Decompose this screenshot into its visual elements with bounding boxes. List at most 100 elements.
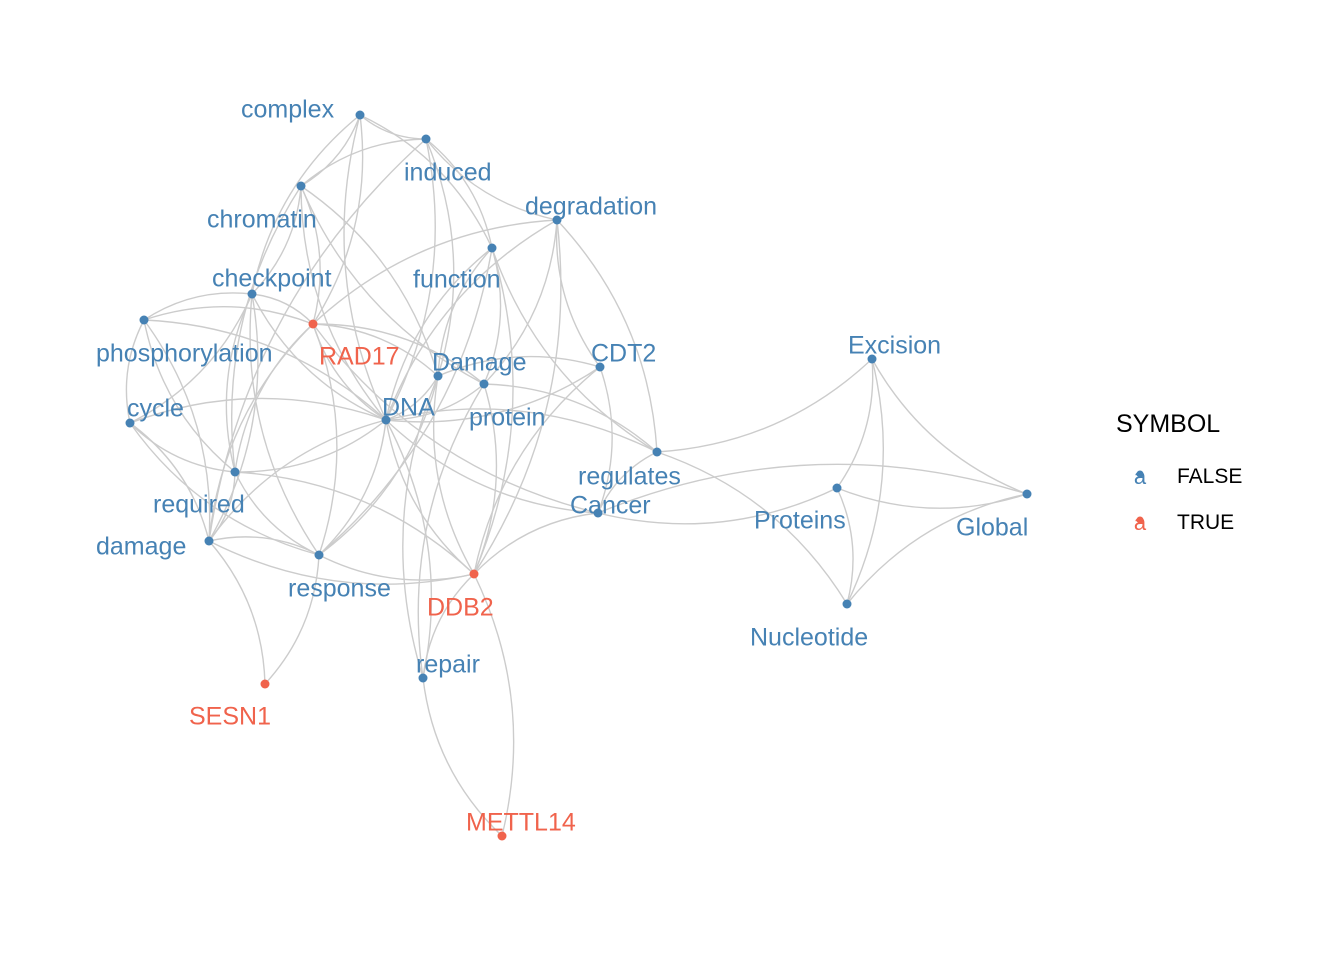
node-damage [204, 536, 214, 546]
edge-regulates-Nucleotide [656, 451, 848, 605]
edge-checkpoint-response [249, 293, 320, 556]
legend-key-true: a [1134, 510, 1147, 535]
edge-Proteins-Nucleotide [836, 487, 854, 605]
node-label-DDB2: DDB2 [427, 594, 494, 622]
edge-Damage-repair [402, 375, 439, 679]
node-DDB2 [469, 569, 479, 579]
edge-DNA-protein [385, 383, 485, 421]
edge-DDB2-METTL14 [473, 573, 515, 837]
edge-DNA-Cancer [385, 419, 599, 514]
edge-cycle-response [129, 422, 320, 556]
edge-chromatin-protein [300, 185, 485, 385]
edge-DDB2-repair [422, 573, 475, 679]
edge-DNA-response [318, 419, 387, 556]
legend-item-false: a FALSE [1134, 464, 1243, 489]
legend-title: SYMBOL [1116, 410, 1220, 438]
edge-DNA-DDB2 [385, 419, 475, 575]
edge-phosphorylation-damage [143, 319, 211, 542]
node-response [314, 550, 324, 560]
node-CDT2 [595, 362, 605, 372]
edge-Excision-Proteins [836, 358, 874, 489]
edge-function-Damage [437, 247, 493, 377]
node-label-Nucleotide: Nucleotide [750, 624, 868, 652]
edge-complex-checkpoint [251, 114, 361, 295]
edge-CDT2-Damage [437, 355, 601, 377]
edge-chromatin-DNA [300, 185, 387, 421]
node-protein [479, 379, 489, 389]
node-label-repair: repair [416, 651, 480, 679]
edge-induced-DNA [385, 138, 436, 421]
edge-protein-repair [417, 383, 485, 679]
legend-key-false: a [1134, 464, 1147, 489]
node-repair [418, 673, 428, 683]
node-label-DNA: DNA [382, 394, 435, 422]
node-label-cycle: cycle [127, 395, 184, 423]
node-label-response: response [288, 575, 391, 603]
edge-cycle-DNA [129, 397, 387, 424]
node-label-Damage: Damage [432, 349, 527, 377]
edge-induced-Damage [425, 138, 455, 377]
edge-RAD17-Cancer [312, 323, 599, 514]
node-label-chromatin: chromatin [207, 206, 317, 234]
edge-DNA-damage [208, 419, 387, 542]
edge-phosphorylation-DNA [143, 319, 387, 421]
edge-chromatin-checkpoint [251, 185, 302, 295]
legend-item-true: a TRUE [1134, 510, 1234, 535]
node-label-function: function [413, 266, 501, 294]
node-label-checkpoint: checkpoint [212, 265, 332, 293]
node-label-complex: complex [241, 96, 335, 124]
edge-cycle-required [129, 422, 236, 473]
edge-RAD17-Damage [312, 323, 439, 377]
node-label-degradation: degradation [525, 193, 657, 221]
edge-degradation-regulates [556, 219, 658, 453]
node-RAD17 [308, 319, 318, 329]
edge-regulates-Excision [656, 358, 873, 453]
legend: SYMBOL a FALSE a TRUE [1116, 410, 1242, 535]
edge-checkpoint-cycle [129, 293, 253, 424]
edge-required-response [234, 471, 320, 556]
edges-layer [125, 114, 1028, 837]
node-label-phosphorylation: phosphorylation [96, 340, 273, 368]
legend-dot-false [1136, 470, 1144, 478]
node-induced [421, 134, 431, 144]
edge-function-DDB2 [473, 247, 514, 575]
edge-degradation-RAD17 [312, 219, 558, 325]
edge-DNA-repair [385, 419, 433, 679]
node-degradation [552, 215, 562, 225]
edge-complex-DNA [343, 114, 387, 421]
edge-checkpoint-RAD17 [251, 293, 314, 325]
edge-degradation-CDT2 [555, 219, 601, 368]
edge-protein-regulates [483, 383, 658, 453]
edge-function-regulates [491, 247, 658, 453]
edge-response-SESN1 [264, 554, 320, 685]
node-SESN1 [260, 679, 270, 689]
node-complex [355, 110, 365, 120]
edge-checkpoint-DNA [251, 293, 387, 421]
edge-DNA-required [234, 419, 387, 473]
edge-Cancer-Global [597, 463, 1028, 514]
legend-label-false: FALSE [1177, 465, 1242, 488]
node-label-Global: Global [956, 514, 1028, 542]
edge-degradation-DDB2 [473, 219, 562, 575]
edge-damage-SESN1 [208, 540, 266, 685]
legend-label-true: TRUE [1177, 511, 1234, 534]
edge-cycle-damage [129, 422, 210, 542]
node-label-required: required [153, 491, 245, 519]
node-Global [1022, 489, 1032, 499]
edge-RAD17-protein [312, 323, 485, 385]
edge-RAD17-response [312, 323, 338, 556]
node-function [487, 243, 497, 253]
edge-degradation-DNA [385, 219, 558, 421]
edge-Damage-DNA [385, 375, 439, 421]
edge-chromatin-required [231, 185, 302, 473]
edge-regulates-Cancer [597, 451, 658, 514]
edge-Excision-Global [871, 358, 1028, 495]
edge-induced-degradation [425, 138, 558, 221]
edge-checkpoint-damage [208, 293, 259, 542]
node-chromatin [296, 181, 306, 191]
edge-Damage-DDB2 [432, 375, 475, 575]
node-label-RAD17: RAD17 [319, 343, 400, 371]
edge-Excision-Nucleotide [846, 358, 885, 605]
